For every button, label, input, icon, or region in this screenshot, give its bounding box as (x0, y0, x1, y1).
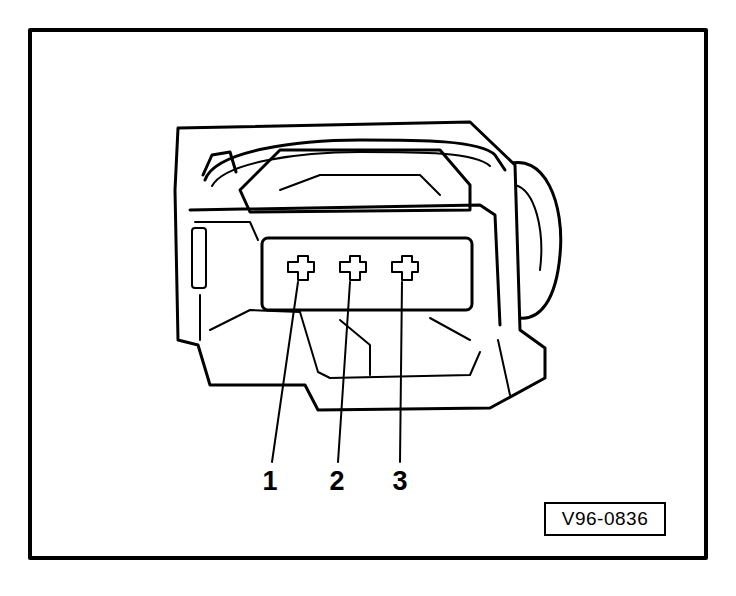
leader-line (272, 282, 298, 462)
callout-number: 3 (392, 468, 407, 495)
pin-recess (262, 238, 472, 310)
leader-line (338, 282, 350, 462)
top-face (240, 150, 470, 212)
side-edge (199, 295, 201, 340)
callout-number: 2 (329, 468, 344, 495)
callout-number: 1 (262, 468, 277, 495)
pin-terminal (288, 256, 314, 280)
front-face-top (190, 205, 500, 325)
pin-terminal (340, 256, 366, 280)
lower-rib (430, 318, 470, 340)
latch-bar-inner (212, 152, 490, 186)
leader-line (400, 282, 402, 462)
side-slot (192, 228, 206, 288)
latch-tab (203, 152, 236, 175)
lower-key (300, 312, 480, 378)
connector-housing (175, 122, 545, 410)
top-ridge (280, 175, 440, 195)
lower-guide (210, 310, 300, 330)
right-edge (498, 340, 510, 395)
picture-frame (30, 30, 706, 558)
figure-code: V96-0836 (562, 508, 648, 530)
front-step (195, 222, 258, 240)
pin-terminal (392, 256, 418, 280)
figure-code-box: V96-0836 (544, 502, 666, 536)
